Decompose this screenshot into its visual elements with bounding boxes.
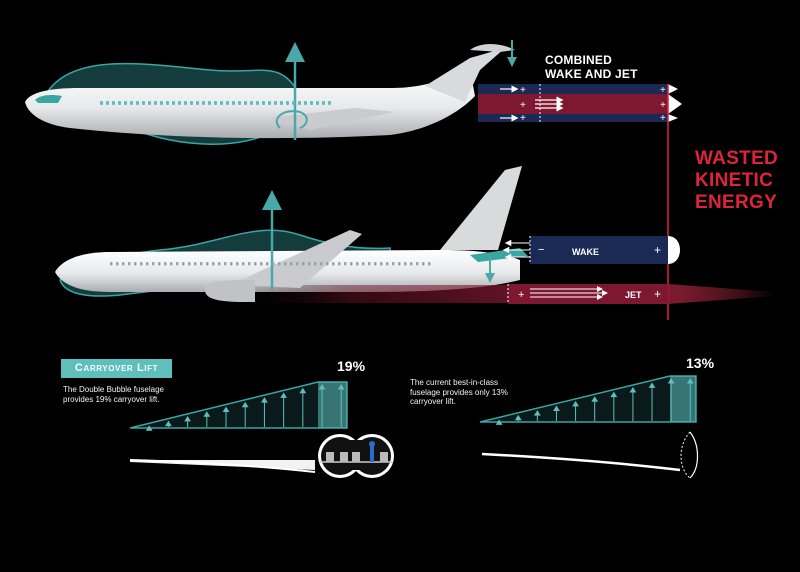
svg-text:+: + — [660, 113, 666, 124]
fuselage-windows-bottom — [110, 262, 431, 266]
wasted-line-2: KINETIC — [695, 170, 774, 191]
conventional-aircraft — [55, 166, 530, 303]
lift-tick-arrow — [222, 406, 230, 413]
carryover-lift-title: Carryover Lift — [61, 359, 172, 378]
lift-tick-arrow — [514, 414, 522, 421]
lift-tick-arrow — [495, 419, 503, 425]
lift-tick-arrow — [203, 411, 211, 417]
double-bubble-aircraft — [25, 40, 517, 145]
lift-tick-arrow — [629, 387, 637, 393]
double-bubble-percent: 19% — [337, 358, 366, 374]
svg-text:+: + — [520, 85, 526, 96]
svg-text:−: − — [538, 244, 544, 256]
lift-tick-arrow — [145, 425, 153, 431]
wake-label: WAKE — [572, 247, 599, 257]
tail-top — [425, 48, 505, 102]
double-bubble-description: The Double Bubble fuselage provides 19% … — [63, 385, 164, 404]
tail-bottom — [440, 166, 522, 250]
wasted-line-3: ENERGY — [695, 192, 778, 213]
lift-tick-arrow — [553, 405, 560, 411]
combined-wake-jet-label: COMBINED WAKE AND JET — [545, 53, 638, 81]
svg-text:+: + — [520, 100, 526, 111]
lift-tick-arrow — [572, 400, 579, 407]
lift-tick-arrow — [648, 382, 656, 388]
combined-wake-jet-streams: + + + + + + — [478, 84, 682, 124]
lift-tick-arrow — [667, 378, 675, 384]
svg-text:+: + — [660, 85, 666, 96]
lift-tick-arrow — [241, 401, 249, 408]
svg-text:+: + — [654, 243, 661, 257]
svg-text:+: + — [518, 289, 524, 301]
wake-stream: − + — [502, 236, 680, 264]
lift-tick-arrow — [533, 410, 541, 416]
wing-top — [270, 108, 395, 130]
combined-line-1: COMBINED — [545, 53, 612, 67]
double-bubble-cross-section — [318, 434, 394, 478]
svg-text:+: + — [660, 100, 666, 111]
combined-line-2: WAKE AND JET — [545, 67, 638, 81]
conventional-description: The current best-in-class fuselage provi… — [410, 378, 508, 406]
jet-stream: + + — [507, 284, 775, 304]
lift-tick-arrow — [337, 384, 345, 390]
svg-text:+: + — [654, 287, 661, 301]
lift-tick-arrow — [261, 397, 268, 403]
jet-label: JET — [625, 290, 642, 300]
lift-tick-arrow — [184, 415, 192, 422]
carryover-chart-double-bubble — [129, 381, 394, 478]
fuselage-windows-top — [100, 101, 331, 105]
lift-tick-arrow — [591, 396, 599, 402]
lift-tick-arrow — [165, 420, 172, 427]
lift-tick-arrow — [686, 378, 694, 384]
wing-bottom — [230, 230, 362, 288]
carryover-chart-conventional — [479, 375, 699, 479]
fuselage-top — [25, 70, 475, 139]
wasted-line-1: WASTED — [695, 148, 779, 169]
lift-tick-arrow — [299, 387, 307, 394]
lift-tick-arrow — [318, 384, 326, 390]
lift-tick-arrow — [280, 392, 288, 398]
conventional-percent: 13% — [686, 355, 715, 371]
wasted-kinetic-energy-label: WASTED KINETIC ENERGY — [695, 148, 778, 214]
lift-tick-arrow — [610, 391, 618, 398]
svg-text:+: + — [520, 113, 526, 124]
